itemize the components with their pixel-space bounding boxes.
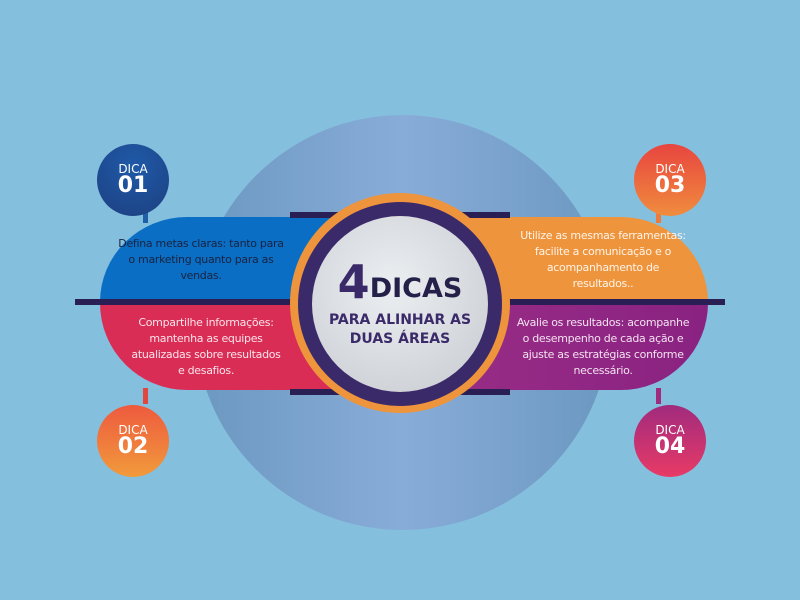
center-number: 4 (337, 255, 370, 309)
dica-badge-02: DICA 02 (97, 405, 169, 477)
dica-badge-04: DICA 04 (634, 405, 706, 477)
center-subtitle: PARA ALINHAR AS DUAS ÁREAS (328, 312, 472, 347)
center-heading: DICAS (369, 273, 463, 304)
dica-badge-01: DICA 01 (97, 144, 169, 216)
center-title: 4 DICAS PARA ALINHAR AS DUAS ÁREAS (312, 216, 488, 392)
tip-text-04: Avalie os resultados: acompanhe o desemp… (516, 315, 690, 377)
tip-text-03: Utilize as mesmas ferramentas: facilite … (520, 228, 686, 290)
stem-04 (656, 388, 661, 404)
dica-number: 03 (654, 173, 686, 198)
dica-number: 02 (117, 434, 149, 459)
dica-badge-03: DICA 03 (634, 144, 706, 216)
dica-label: DICA (655, 162, 685, 176)
dica-label: DICA (118, 423, 148, 437)
tip-text-02: Compartilhe informações: mantenha as equ… (131, 315, 281, 377)
dica-label: DICA (118, 162, 148, 176)
stem-03 (656, 207, 661, 223)
dica-number: 01 (117, 173, 149, 198)
dica-label: DICA (655, 423, 685, 437)
dica-number: 04 (654, 434, 686, 459)
tip-text-01: Defina metas claras: tanto para o market… (118, 236, 284, 282)
stem-01 (143, 207, 148, 223)
stem-02 (143, 388, 148, 404)
